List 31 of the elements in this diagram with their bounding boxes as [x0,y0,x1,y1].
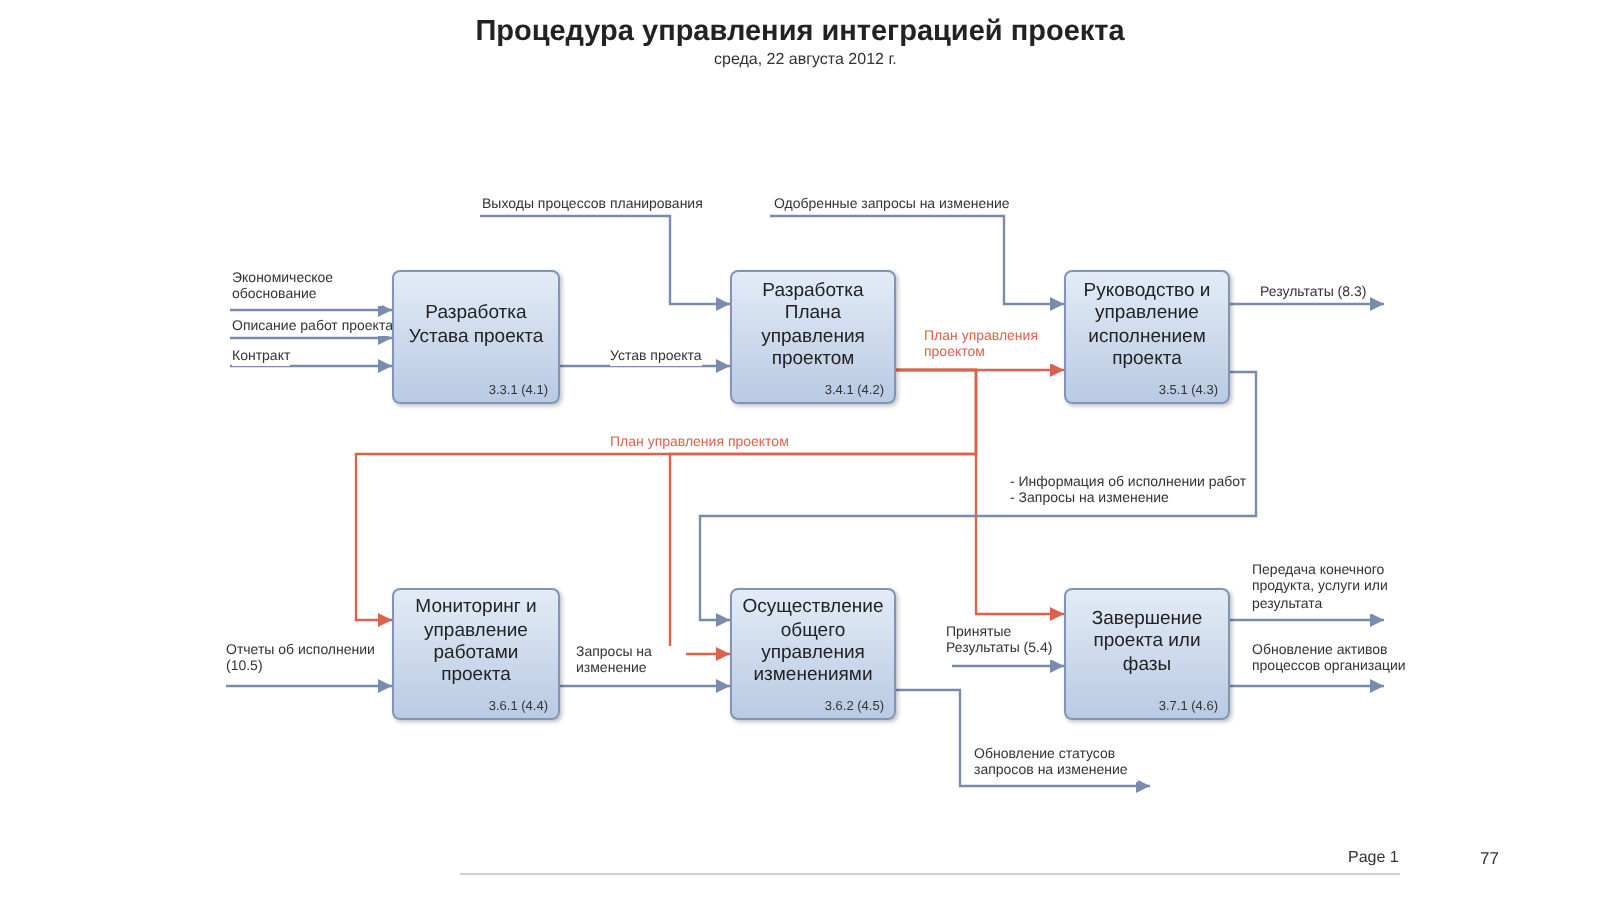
arrow [896,368,1064,621]
diagram-title: Процедура управления интеграцией проекта [473,16,1127,48]
process-box [392,588,560,720]
arrow [230,303,392,317]
date-text: среда, 22 августа 2012 г. [714,50,897,68]
slide-number: 77 [1480,848,1499,868]
process-name: Мониторинг и управление работами проекта [413,596,539,688]
process-box [1064,270,1230,404]
process-box [392,270,560,404]
arrow [230,331,392,345]
process-box [730,588,896,720]
process-box [1064,588,1230,720]
page-number: Page 1 [1348,848,1399,866]
arrow [952,659,1064,673]
arrow [1230,297,1384,311]
process-name: Разработка Устава проекта [406,302,546,348]
arrow [226,679,392,693]
process-name: Разработка Плана управления проектом [759,279,867,371]
arrow [698,370,1258,627]
process-name: Руководство и управление исполнением проекта [1081,279,1213,371]
arrow [560,679,730,693]
arrow [770,214,1064,311]
arrow [560,359,730,373]
arrow [1230,679,1384,693]
arrow [1230,613,1384,627]
arrow [230,359,392,373]
process-name: Завершение проекта или фазы [1089,607,1205,677]
arrow [480,214,730,311]
arrow [896,688,1150,793]
process-name: Осуществление общего управления изменениями [740,596,886,688]
process-box [730,270,896,404]
